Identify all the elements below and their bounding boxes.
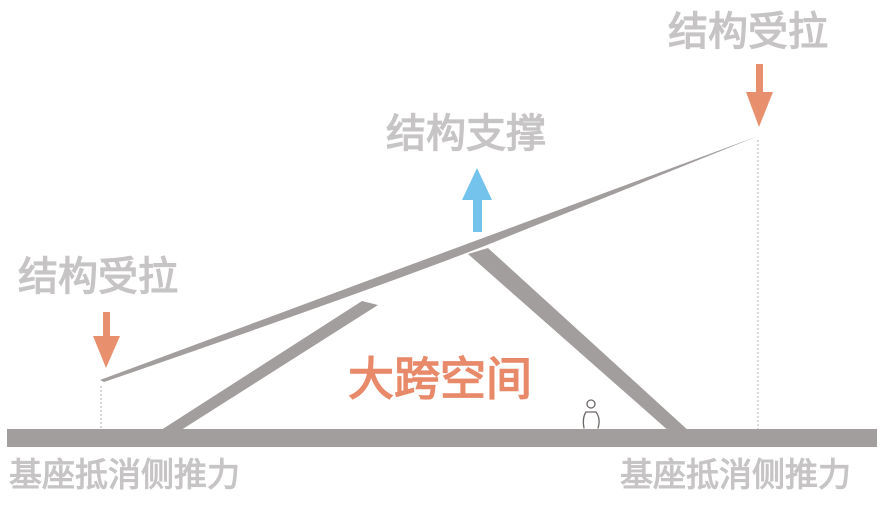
span-label: 大跨空间: [348, 352, 532, 406]
ground-slab: [7, 429, 877, 447]
arrow-up-icon: [462, 168, 492, 232]
arrow-down-icon: [746, 64, 773, 127]
tension-label-left: 结构受拉: [18, 254, 178, 300]
person-icon: [582, 399, 600, 429]
tension-label-right: 结构受拉: [668, 9, 828, 55]
arrow-down-icon: [93, 312, 120, 368]
left-support-leg: [158, 301, 378, 432]
right-support-strut: [468, 248, 690, 432]
support-label: 结构支撑: [386, 111, 546, 157]
base-label-right: 基座抵消侧推力: [620, 455, 851, 494]
base-label-left: 基座抵消侧推力: [9, 455, 240, 494]
roof-beam: [100, 136, 758, 382]
